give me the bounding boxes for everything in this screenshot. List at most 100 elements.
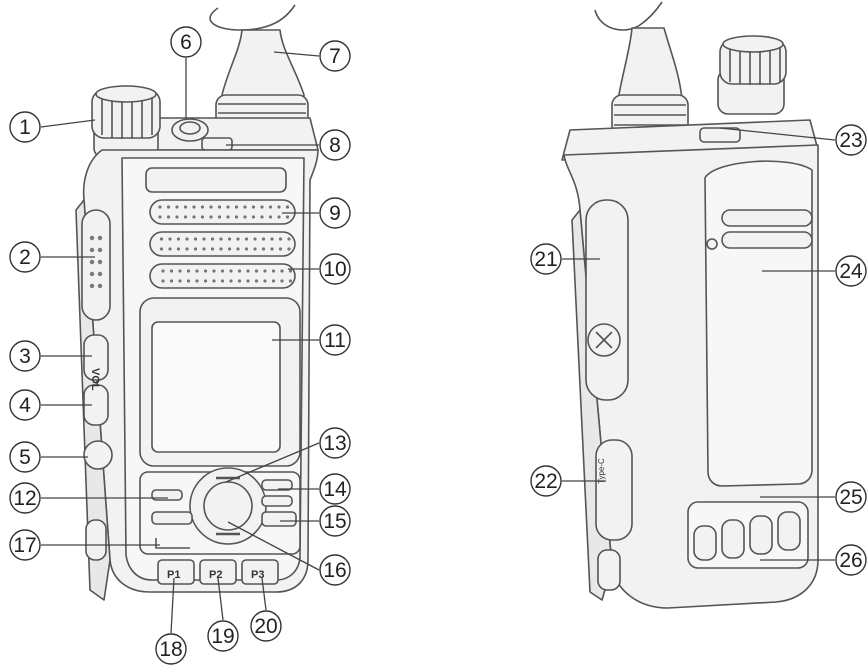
- contact-1: [693, 525, 717, 561]
- front-radio: [75, 4, 319, 601]
- leader-line-19: [217, 577, 224, 621]
- speaker-dot: [202, 237, 206, 241]
- callout-number-13: 13: [323, 432, 346, 455]
- speaker-dot: [175, 205, 179, 209]
- speaker-dot: [237, 269, 242, 273]
- speaker-dot: [244, 247, 249, 251]
- callout-circle-25: [835, 481, 867, 513]
- speaker-dot: [229, 279, 233, 283]
- back-antenna-cable: [594, 1, 663, 31]
- speaker-dot: [251, 215, 256, 219]
- clip-slot-2: [721, 231, 813, 249]
- callout-number-23: 23: [839, 129, 862, 152]
- home-key: [151, 511, 193, 525]
- speaker-dot: [270, 237, 274, 241]
- speaker-dot: [261, 247, 266, 251]
- callout-number-12: 12: [13, 487, 36, 510]
- ptt-dot: [97, 235, 103, 241]
- speaker-dot: [236, 247, 240, 251]
- callout-circle-24: [835, 255, 867, 287]
- speaker-dot: [176, 237, 181, 241]
- clip-slot-1: [721, 209, 813, 227]
- speaker-dot: [161, 279, 165, 283]
- speaker-dot: [271, 279, 276, 283]
- speaker-dot: [268, 205, 273, 209]
- speaker-dot: [244, 237, 249, 241]
- speaker-dot: [243, 205, 247, 209]
- speaker-dot: [220, 279, 225, 283]
- speaker-dot: [260, 205, 264, 209]
- contact-4: [777, 511, 801, 551]
- speaker-dot: [166, 205, 171, 209]
- speaker-dot: [200, 205, 205, 209]
- speaker-dot: [209, 215, 213, 219]
- speaker-dot: [253, 237, 257, 241]
- nav-center: [203, 481, 253, 531]
- leader-line-18: [170, 577, 175, 634]
- speaker-dot: [260, 215, 264, 219]
- speaker-dot: [237, 279, 242, 283]
- speaker-dot: [200, 215, 205, 219]
- speaker-dot: [226, 215, 230, 219]
- speaker-dot: [243, 215, 247, 219]
- callout-circle-18: [155, 633, 187, 665]
- callout-number-15: 15: [323, 510, 346, 533]
- speaker-dot: [280, 279, 284, 283]
- speaker-dot: [268, 215, 273, 219]
- speaker-dot: [278, 247, 283, 251]
- ptt-dot: [89, 271, 95, 277]
- ptt-dot: [89, 247, 95, 253]
- speaker-dot: [192, 215, 196, 219]
- vol-up: [83, 334, 109, 381]
- speaker-dot: [254, 279, 259, 283]
- speaker-dot: [192, 205, 196, 209]
- speaker-dot: [210, 247, 215, 251]
- speaker-dot: [234, 205, 239, 209]
- side-button-round: [83, 440, 113, 470]
- callout-number-19: 19: [211, 625, 234, 648]
- p3-label: P3: [251, 569, 264, 581]
- callout-circle-11: [319, 324, 351, 356]
- contact-3: [749, 515, 773, 555]
- speaker-dot: [161, 269, 165, 273]
- side-ptt: [81, 209, 111, 321]
- callout-circle-12: [9, 482, 41, 514]
- speaker-dot: [168, 247, 172, 251]
- p2-label: P2: [209, 569, 222, 581]
- callout-number-22: 22: [534, 470, 557, 493]
- speaker-dot: [217, 205, 222, 209]
- speaker-dot: [212, 269, 216, 273]
- speaker-dot: [169, 279, 174, 283]
- speaker-dot: [185, 247, 189, 251]
- power-key: [261, 511, 297, 527]
- callout-circle-26: [835, 544, 867, 576]
- speaker-dot: [202, 247, 206, 251]
- speaker-dot: [158, 205, 162, 209]
- callout-circle-23: [835, 124, 867, 156]
- speaker-dot: [159, 237, 164, 241]
- soft-key-right: [261, 479, 293, 491]
- speaker-dot: [227, 237, 232, 241]
- leader-line-1: [40, 119, 96, 128]
- speaker-dot: [287, 247, 291, 251]
- callout-circle-7: [319, 40, 351, 72]
- callout-circle-21: [530, 243, 562, 275]
- leader-line-13: [225, 442, 320, 483]
- callout-circle-15: [319, 505, 351, 537]
- top-key: [201, 137, 233, 151]
- speaker-dot: [278, 237, 283, 241]
- callout-number-25: 25: [839, 486, 862, 509]
- callout-number-7: 7: [329, 45, 341, 68]
- speaker-dot: [203, 279, 208, 283]
- ptt-dot: [97, 247, 103, 253]
- callout-circle-16: [319, 554, 351, 586]
- display-screen: [151, 321, 281, 453]
- speaker-dot: [263, 279, 267, 283]
- callout-number-10: 10: [323, 258, 346, 281]
- speaker-dot: [277, 205, 281, 209]
- speaker-dot: [186, 269, 191, 273]
- callout-number-26: 26: [839, 549, 862, 572]
- leader-lines: [40, 51, 836, 634]
